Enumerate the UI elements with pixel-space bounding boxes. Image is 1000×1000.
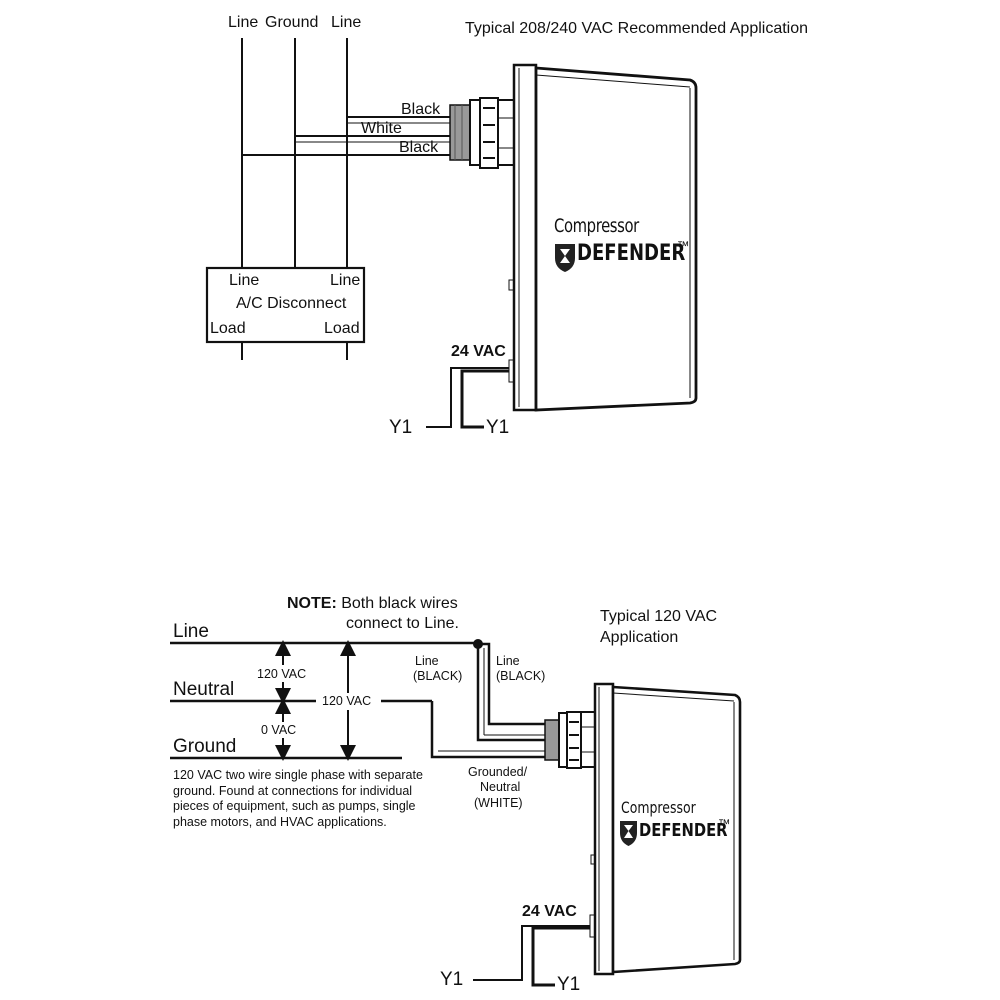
disconnect-line-left: Line bbox=[229, 272, 260, 289]
disconnect-name: A/C Disconnect bbox=[236, 295, 347, 312]
control-wire-right-top bbox=[460, 369, 509, 429]
terminal-y1-left-top: Y1 bbox=[389, 417, 413, 438]
brand-defender-top: DEFENDER bbox=[577, 241, 686, 266]
line-black-wire-2 bbox=[478, 642, 545, 726]
disconnect-load-right: Load bbox=[324, 320, 360, 337]
disconnect-load-left: Load bbox=[210, 320, 246, 337]
line-black-wire-1 bbox=[476, 644, 545, 742]
circuit-description: 120 VAC two wire single phase with separ… bbox=[173, 768, 423, 829]
brand-defender-bottom: DEFENDER bbox=[639, 820, 728, 841]
brand-compressor-bottom: Compressor bbox=[621, 798, 696, 817]
control-voltage-bottom: 24 VAC bbox=[522, 903, 577, 920]
wire-label-black-right: (BLACK) bbox=[496, 669, 546, 683]
voltage-line-ground: 120 VAC bbox=[322, 694, 372, 708]
terminal-y1-right-top: Y1 bbox=[486, 417, 510, 438]
neutral-white-wire bbox=[430, 701, 545, 759]
disconnect-line-right: Line bbox=[330, 272, 361, 289]
bus-label-line: Line bbox=[173, 621, 209, 642]
note-text-line2: connect to Line. bbox=[346, 615, 459, 632]
bottom-title-line2: Application bbox=[600, 629, 679, 646]
control-wire-left-top bbox=[426, 367, 509, 428]
bottom-title-line1: Typical 120 VAC bbox=[600, 608, 718, 625]
voltage-neutral-ground: 0 VAC bbox=[261, 723, 297, 737]
wire-label-white: White bbox=[361, 120, 402, 137]
wire-label-black-2: Black bbox=[399, 139, 439, 156]
control-wire-left-bottom bbox=[473, 925, 590, 981]
voltage-line-neutral: 120 VAC bbox=[257, 667, 307, 681]
ac-disconnect-box bbox=[205, 266, 366, 344]
control-voltage-top: 24 VAC bbox=[451, 343, 506, 360]
top-diagram-title: Typical 208/240 VAC Recommended Applicat… bbox=[465, 20, 809, 37]
supply-label-line-right: Line bbox=[331, 14, 362, 31]
trademark-bottom: ™ bbox=[718, 817, 731, 831]
note-text-line1: Both black wires bbox=[341, 595, 458, 612]
wire-label-line-right: Line bbox=[496, 654, 520, 668]
brand-compressor-top: Compressor bbox=[554, 215, 639, 237]
note-label: NOTE: bbox=[287, 595, 337, 612]
compressor-defender-device-bottom bbox=[589, 682, 742, 976]
trademark-top: ™ bbox=[677, 239, 690, 253]
wire-label-black-left: (BLACK) bbox=[413, 669, 463, 683]
supply-label-ground: Ground bbox=[265, 14, 319, 31]
shield-logo-icon-bottom bbox=[620, 821, 637, 846]
bus-label-neutral: Neutral bbox=[173, 679, 235, 700]
terminal-y1-left-bottom: Y1 bbox=[440, 969, 464, 990]
control-wire-right-bottom bbox=[531, 926, 590, 987]
wire-label-black-1: Black bbox=[401, 101, 441, 118]
wire-label-line-left: Line bbox=[415, 654, 439, 668]
bus-label-ground: Ground bbox=[173, 736, 237, 757]
supply-label-line-left: Line bbox=[228, 14, 259, 31]
wire-label-grounded: Grounded/ bbox=[468, 765, 528, 779]
shield-logo-icon-top bbox=[555, 244, 575, 272]
wire-label-neutral: Neutral bbox=[480, 780, 521, 794]
terminal-y1-right-bottom: Y1 bbox=[557, 974, 581, 995]
wire-label-white-bottom: (WHITE) bbox=[474, 796, 523, 810]
compressor-defender-device-top bbox=[508, 63, 698, 412]
